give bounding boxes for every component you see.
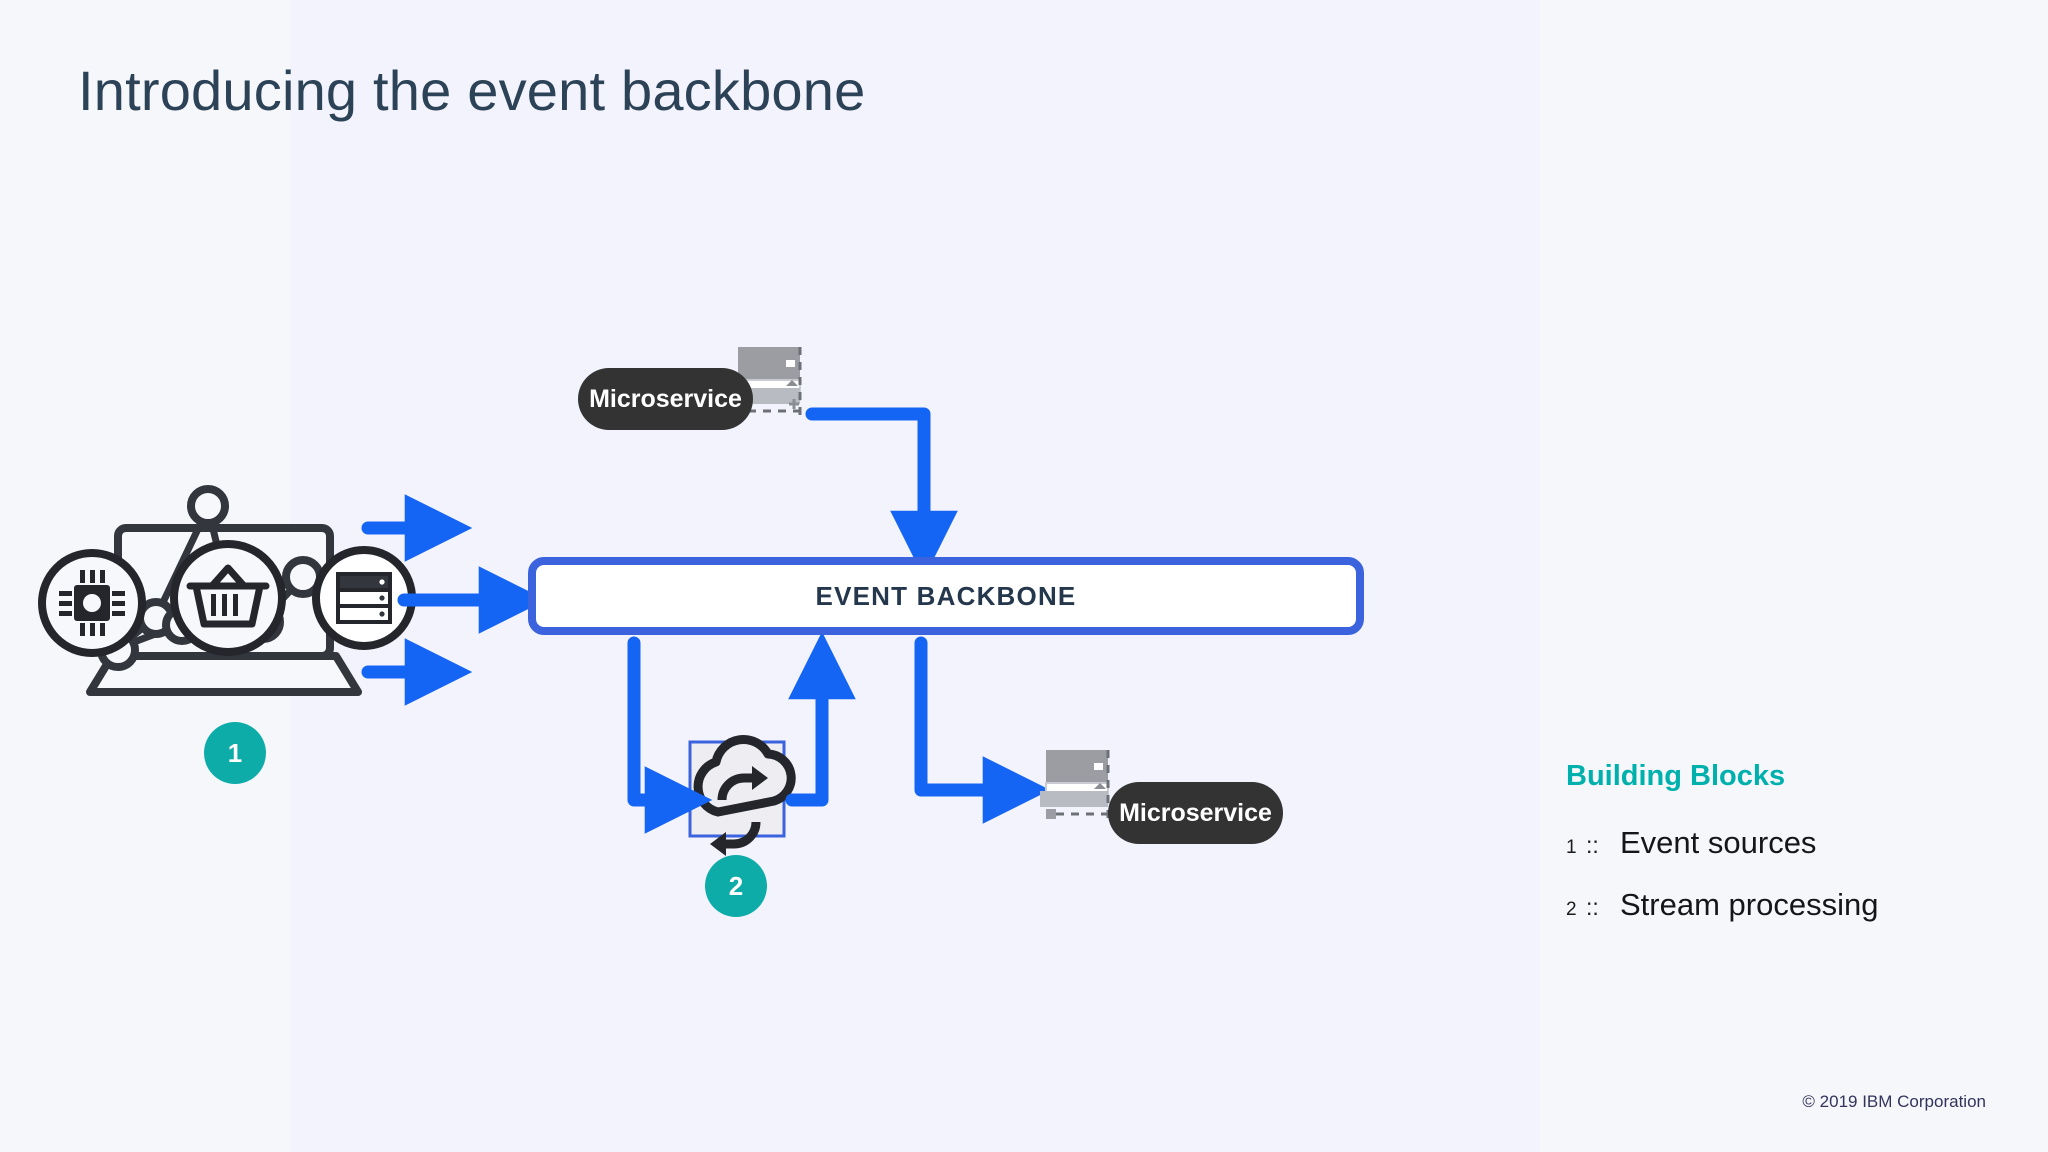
server-stack-icon-bottom — [1040, 750, 1110, 819]
legend-item-stream-processing[interactable]: 2 :: Stream processing — [1566, 887, 1986, 923]
copyright-footer: © 2019 IBM Corporation — [1802, 1092, 1986, 1111]
microservice-label-top[interactable]: Microservice — [578, 368, 753, 430]
event-backbone-label: EVENT BACKBONE — [815, 580, 1077, 611]
legend-title: Building Blocks — [1566, 760, 1786, 792]
building-blocks-legend: Building Blocks 1 :: Event sources 2 :: … — [1566, 760, 1986, 949]
cloud-sync-icon — [688, 734, 796, 856]
connector-stream-to-backbone — [785, 631, 856, 807]
legend-separator: :: — [1586, 832, 1599, 858]
server-stack-icon-top — [732, 347, 802, 416]
event-source-arrows — [361, 494, 547, 706]
basket-icon — [170, 540, 286, 656]
connector-top-microservice-to-backbone — [805, 407, 958, 579]
legend-item-label: Stream processing — [1620, 887, 1879, 922]
page-title: Introducing the event backbone — [78, 59, 866, 122]
event-backbone-bar[interactable]: EVENT BACKBONE — [528, 557, 1364, 635]
connector-backbone-to-bottom-microservice — [914, 636, 1051, 824]
server-icon — [312, 546, 416, 650]
step-badge-2[interactable]: 2 — [705, 855, 767, 917]
connector-backbone-to-stream — [627, 636, 713, 834]
legend-item-number: 2 — [1566, 899, 1577, 920]
chip-icon — [38, 549, 146, 657]
legend-item-event-sources[interactable]: 1 :: Event sources — [1566, 825, 1986, 861]
step-badge-1[interactable]: 1 — [204, 722, 266, 784]
legend-separator: :: — [1586, 894, 1599, 920]
microservice-label-bottom[interactable]: Microservice — [1108, 782, 1283, 844]
legend-item-label: Event sources — [1620, 825, 1817, 860]
legend-item-number: 1 — [1566, 837, 1577, 858]
